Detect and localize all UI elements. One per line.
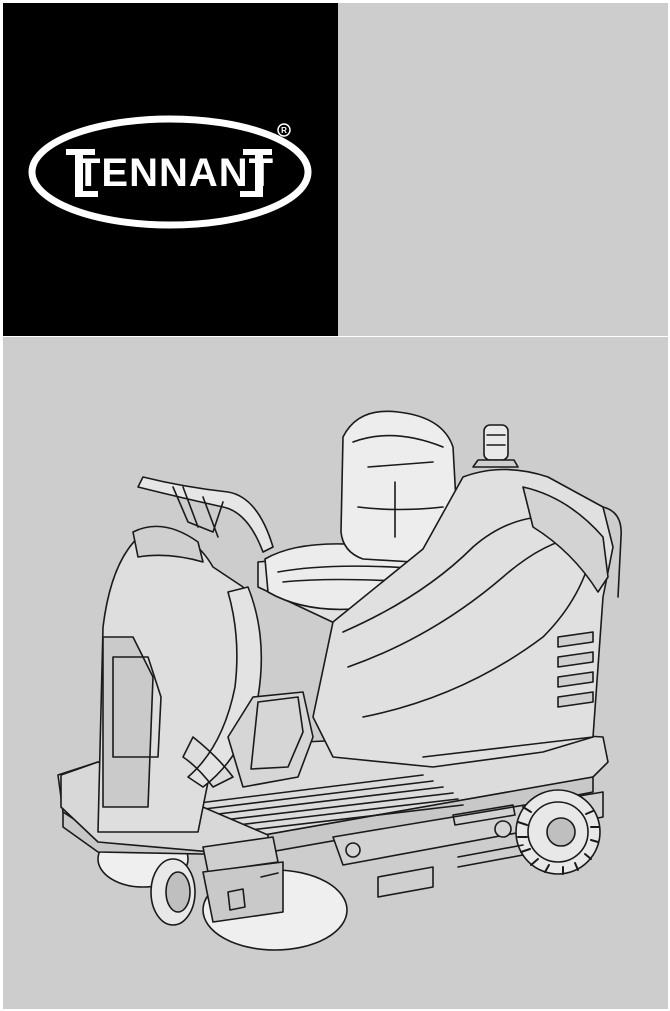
svg-text:R: R xyxy=(281,126,287,135)
logo-wordmark: TENNANT xyxy=(76,151,274,195)
ride-on-sweeper-icon xyxy=(57,410,622,951)
tennant-logo: TENNANT R xyxy=(28,115,312,229)
registered-mark-icon xyxy=(277,123,291,137)
brand-logo-block: TENNANT R xyxy=(3,3,338,336)
header-blank-panel xyxy=(338,3,668,336)
illustration-panel xyxy=(3,337,668,1009)
